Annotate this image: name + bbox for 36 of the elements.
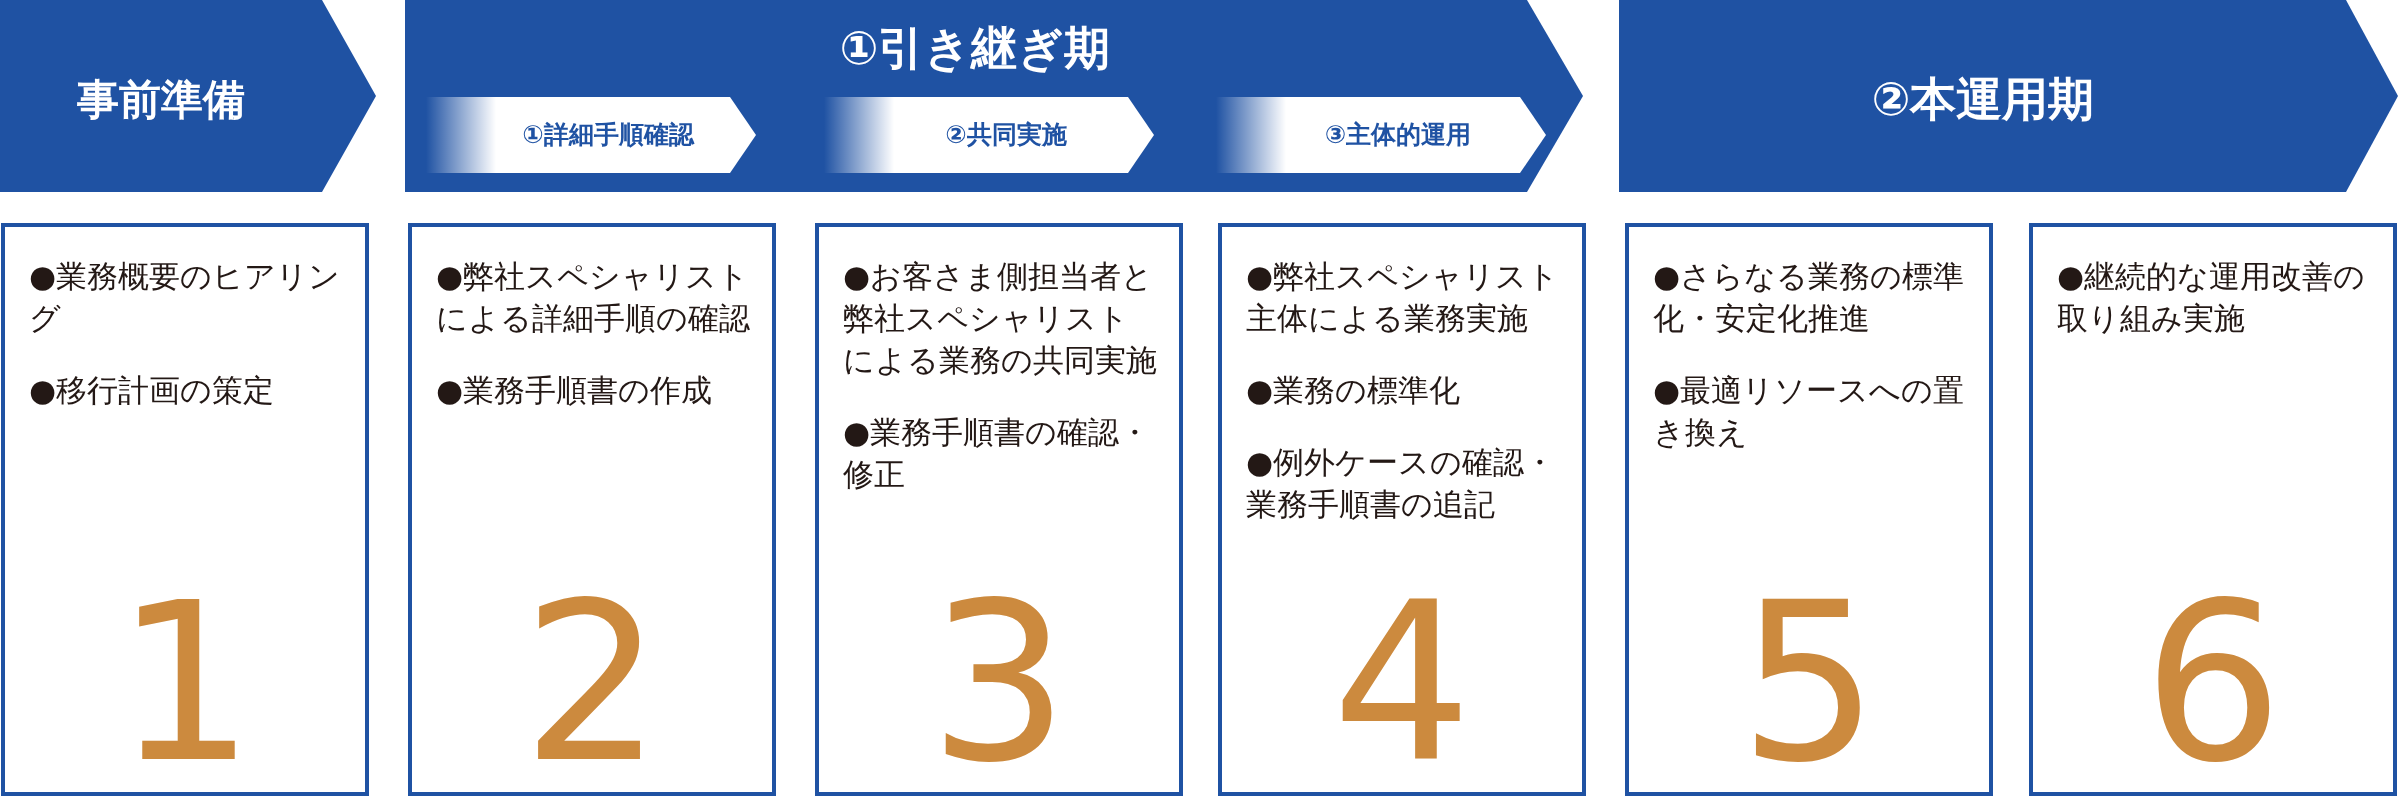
bullet-text: ●業務の標準化	[1246, 371, 1462, 410]
phase-title: ①引き継ぎ期	[839, 22, 1111, 74]
step-card	[2029, 223, 2397, 796]
bullet-text: ●移行計画の策定	[29, 371, 276, 410]
bullet-text: ●継続的な運用改善の取り組み実施	[2057, 257, 2367, 338]
step-label: ①詳細手順確認	[522, 121, 694, 149]
step-card	[1, 223, 369, 796]
bullet-text: ●弊社スペシャリスト主体による業務実施	[1246, 257, 1560, 338]
step-number: 1	[115, 584, 255, 782]
step-card	[815, 223, 1183, 796]
step-banner	[1216, 97, 1546, 173]
bullet-text: ●お客さま側担当者と弊社スペシャリストによる業務の共同実施	[843, 257, 1157, 380]
step-banner	[824, 97, 1154, 173]
phase-banner	[405, 0, 1583, 192]
step-number: 6	[2143, 584, 2283, 782]
phase-title: 事前準備	[77, 76, 245, 124]
bullet-text: ●例外ケースの確認・業務手順書の追記	[1246, 443, 1557, 524]
step-banner	[426, 97, 756, 173]
step-number: 4	[1332, 584, 1472, 782]
bullet-text: ●さらなる業務の標準化・安定化推進	[1653, 257, 1966, 338]
step-card	[408, 223, 776, 796]
step-card	[1625, 223, 1993, 796]
bullet-text: ●業務手順書の確認・修正	[843, 413, 1152, 494]
step-number: 3	[929, 584, 1069, 782]
step-card	[1218, 223, 1586, 796]
phase-banner	[0, 0, 376, 192]
phase-title: ②本運用期	[1871, 73, 2095, 125]
step-label: ②共同実施	[945, 121, 1067, 149]
step-label: ③主体的運用	[1324, 121, 1472, 149]
step-number: 2	[522, 584, 662, 782]
bullet-text: ●業務手順書の作成	[436, 371, 714, 410]
phase-banner	[1619, 0, 2398, 192]
bullet-text: ●業務概要のヒアリング	[29, 257, 342, 338]
step-number: 5	[1739, 584, 1879, 782]
bullet-text: ●最適リソースへの置き換え	[1653, 371, 1966, 452]
bullet-text: ●弊社スペシャリストによる詳細手順の確認	[436, 257, 750, 338]
